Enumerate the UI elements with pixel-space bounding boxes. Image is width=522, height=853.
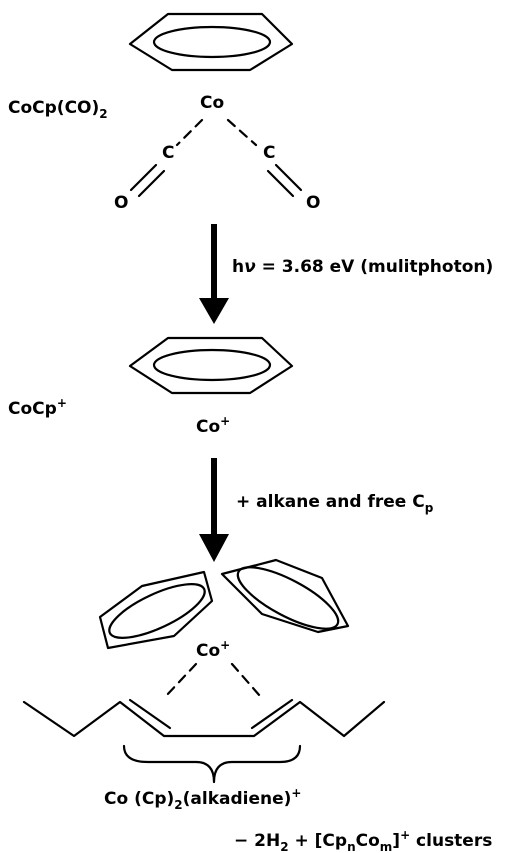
co-carbon-bond-right <box>226 118 258 147</box>
alkadiene-brace <box>122 744 302 784</box>
reaction-arrow-1 <box>199 224 229 324</box>
product-metal-ion: Co+ <box>196 638 230 661</box>
intermediate-metal-ion: Co+ <box>196 414 230 437</box>
reaction-arrow-2 <box>199 458 229 562</box>
reactant-formula: CoCp(CO)2 <box>8 98 108 121</box>
carbon-atom-left: C <box>162 143 174 163</box>
step1-condition-label: hν = 3.68 eV (mulitphoton) <box>232 257 493 277</box>
oxygen-atom-right: O <box>306 193 320 213</box>
co-diene-bond-right <box>230 662 262 698</box>
cp-ring-product-left <box>98 570 214 650</box>
co-double-bond-left <box>129 163 166 198</box>
cp-ring-product-right <box>220 558 350 634</box>
byproducts-label: − 2H2 + [CpnCom]+ clusters <box>234 828 492 853</box>
co-double-bond-right <box>266 163 303 198</box>
reactant-metal-atom: Co <box>200 93 224 113</box>
co-diene-bond-left <box>164 662 198 698</box>
product-formula: Co (Cp)2(alkadiene)+ <box>104 786 301 812</box>
carbon-atom-right: C <box>263 143 275 163</box>
cp-ring-top <box>128 12 294 72</box>
oxygen-atom-left: O <box>114 193 128 213</box>
cp-ring-middle <box>128 336 294 395</box>
co-carbon-bond-left <box>175 118 204 147</box>
alkadiene-chain <box>22 698 386 738</box>
intermediate-formula: CoCp+ <box>8 396 67 419</box>
step2-reagent-label: + alkane and free Cp <box>236 492 434 515</box>
